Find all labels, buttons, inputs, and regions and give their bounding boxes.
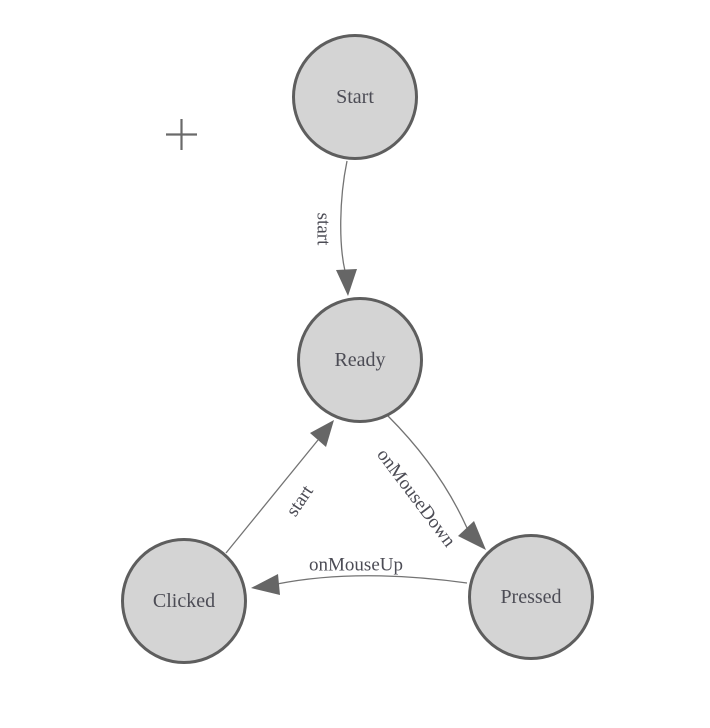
edge-clicked-to-ready-line: [225, 439, 319, 554]
edge-label-onmouseup: onMouseUp: [309, 555, 403, 576]
arrowhead-into-clicked-icon: [251, 574, 280, 595]
state-node-ready-label: Ready: [334, 349, 386, 371]
state-node-pressed[interactable]: Pressed: [468, 534, 594, 660]
arrowhead-into-ready-top-icon: [336, 269, 357, 296]
edge-clicked-to-ready: start: [225, 420, 334, 554]
state-node-clicked-label: Clicked: [152, 590, 216, 612]
edge-label-start-bottom: start: [282, 481, 318, 520]
edge-pressed-to-clicked: onMouseUp: [251, 555, 468, 595]
state-node-pressed-label: Pressed: [500, 586, 562, 608]
add-node-button[interactable]: [164, 117, 199, 152]
edge-label-start-top: start: [313, 213, 334, 246]
arrowhead-into-ready-bottom-icon: [310, 420, 334, 447]
arrowhead-into-pressed-icon: [458, 521, 486, 550]
state-node-clicked[interactable]: Clicked: [121, 538, 247, 664]
edge-ready-to-pressed: onMouseDown: [372, 415, 486, 552]
edge-start-to-ready: start: [313, 160, 357, 296]
state-node-ready[interactable]: Ready: [297, 297, 423, 423]
state-node-start[interactable]: Start: [292, 34, 418, 160]
edge-start-to-ready-line: [340, 160, 348, 272]
plus-icon: [166, 119, 197, 150]
edge-pressed-to-clicked-line: [276, 575, 468, 585]
edge-ready-to-pressed-line: [387, 415, 468, 529]
state-node-start-label: Start: [336, 86, 374, 108]
edge-label-onmousedown: onMouseDown: [372, 445, 460, 552]
